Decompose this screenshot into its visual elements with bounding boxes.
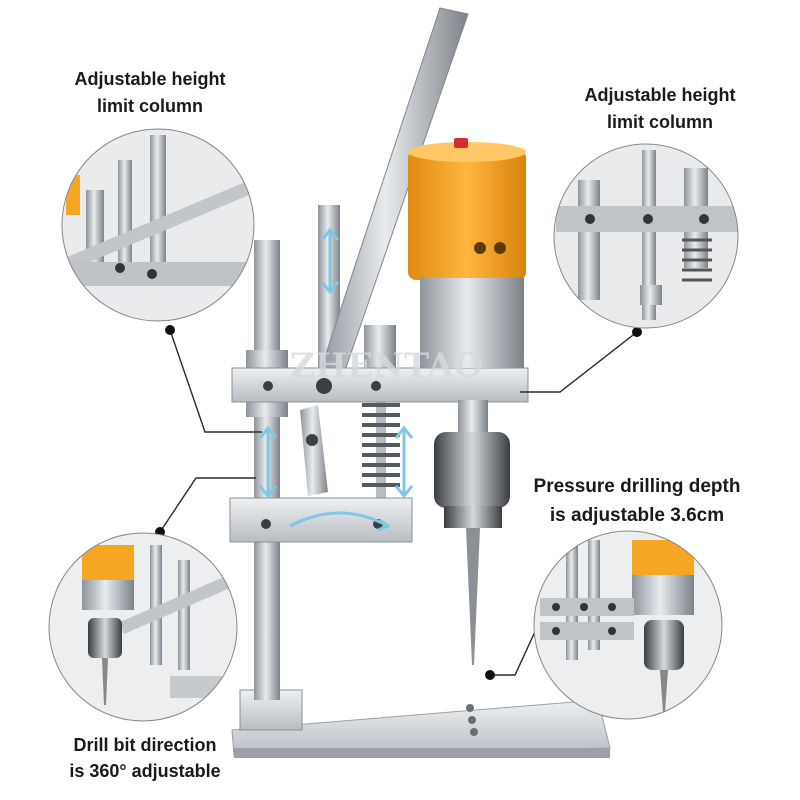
power-switch-icon bbox=[454, 138, 468, 148]
callout-line: is 360° adjustable bbox=[69, 761, 221, 781]
motor bbox=[408, 138, 526, 368]
callout-line: Pressure drilling depth bbox=[533, 476, 741, 497]
detail-circle-bottom-left bbox=[48, 532, 238, 722]
base-plate bbox=[231, 689, 611, 758]
callout-line: limit column bbox=[96, 96, 203, 116]
drill-bit bbox=[466, 528, 480, 665]
detail-circle-bottom-right bbox=[533, 530, 723, 720]
movement-arrows bbox=[258, 227, 414, 532]
callout-line: Adjustable height bbox=[584, 85, 736, 105]
callout-label-height-limit-right: Adjustable height limit column bbox=[560, 82, 760, 136]
callout-line: Drill bit direction bbox=[73, 735, 217, 755]
lower-collar bbox=[229, 497, 413, 543]
callout-label-bit-direction: Drill bit direction is 360° adjustable bbox=[40, 732, 250, 784]
watermark: ZHENTAO bbox=[290, 346, 483, 386]
spring-assembly bbox=[362, 325, 400, 498]
detail-circle-top-left bbox=[61, 128, 255, 322]
drill-chuck bbox=[434, 400, 510, 665]
detail-circle-top-right bbox=[553, 143, 739, 329]
upper-carriage bbox=[231, 367, 529, 496]
callout-label-height-limit-left: Adjustable height limit column bbox=[40, 66, 260, 120]
callout-dots bbox=[155, 325, 642, 680]
callout-line: is adjustable 3.6cm bbox=[549, 505, 725, 526]
callout-label-drilling-depth: Pressure drilling depth is adjustable 3.… bbox=[512, 472, 762, 530]
callout-line: limit column bbox=[606, 112, 713, 132]
callout-line: Adjustable height bbox=[74, 69, 226, 89]
